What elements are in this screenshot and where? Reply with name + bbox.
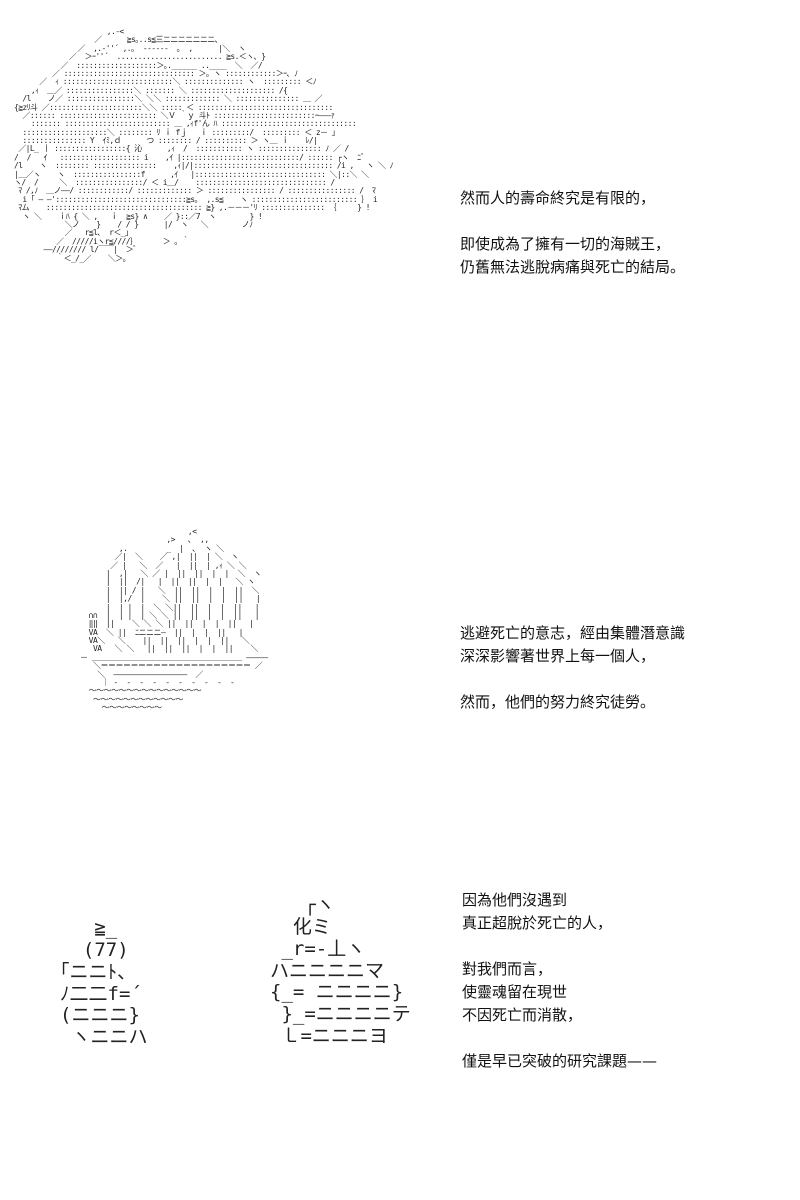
caption-line: 然而，他們的努力終究徒勞。 [460,693,656,711]
caption-line: 即使成為了擁有一切的海賊王， [460,235,671,253]
pirate-king-ascii-art: ,.-< ／ ≧s｡..s≦三ニニニニニニニ､ ／ ,.-''´ ,.｡ ---… [14,28,394,263]
caption-line: 對我們而言， [462,960,553,978]
caption-line: 不因死亡而消散， [462,1006,583,1024]
robed-figure-ascii-art-right: ┌ヽ 化ミ _r=-丄ヽ ハニニニニマ {_= ニニニニ} }_=ニニニニテ ㇄… [270,894,411,1048]
caption-spacer [460,210,685,233]
caption-line: 真正超脫於死亡的人， [462,914,613,932]
caption-line: 使靈魂留在現世 [462,983,568,1001]
caption-spacer [460,668,685,691]
caption-spacer [462,935,657,958]
caption-line: 逃避死亡的意志，經由集體潛意識 [460,624,686,642]
caption-block-1: 然而人的壽命終究是有限的， 即使成為了擁有一切的海賊王， 仍舊無法逃脫病痛與死亡的結… [460,187,685,279]
caption-line: 然而人的壽命終究是有限的， [460,189,656,207]
robed-figure-ascii-art-left: ≧_ (77) ｢ニニﾄ、 ﾉ二二f=´ (ニニニ} ヽニニハ [60,917,148,1049]
caption-line: 仍舊無法逃脫病痛與死亡的結局。 [460,258,686,276]
caption-block-2: 逃避死亡的意志，經由集體潛意識深深影響著世界上每一個人， 然而，他們的努力終究徒勞… [460,622,685,714]
sailing-ship-ascii-art: ,< ,> ､ ,, ,. _ | ､ ヽ ＼ ／| ＼ ／ ,| || | ＼… [80,528,268,713]
caption-line: 因為他們沒遇到 [462,891,568,909]
caption-line: 深深影響著世界上每一個人， [460,647,656,665]
caption-line: 僅是早已突破的研究課題—— [462,1052,658,1070]
caption-block-3: 因為他們沒遇到真正超脫於死亡的人， 對我們而言， 使靈魂留在現世不因死亡而消散， 僅是… [462,889,657,1073]
caption-spacer [462,1027,657,1050]
